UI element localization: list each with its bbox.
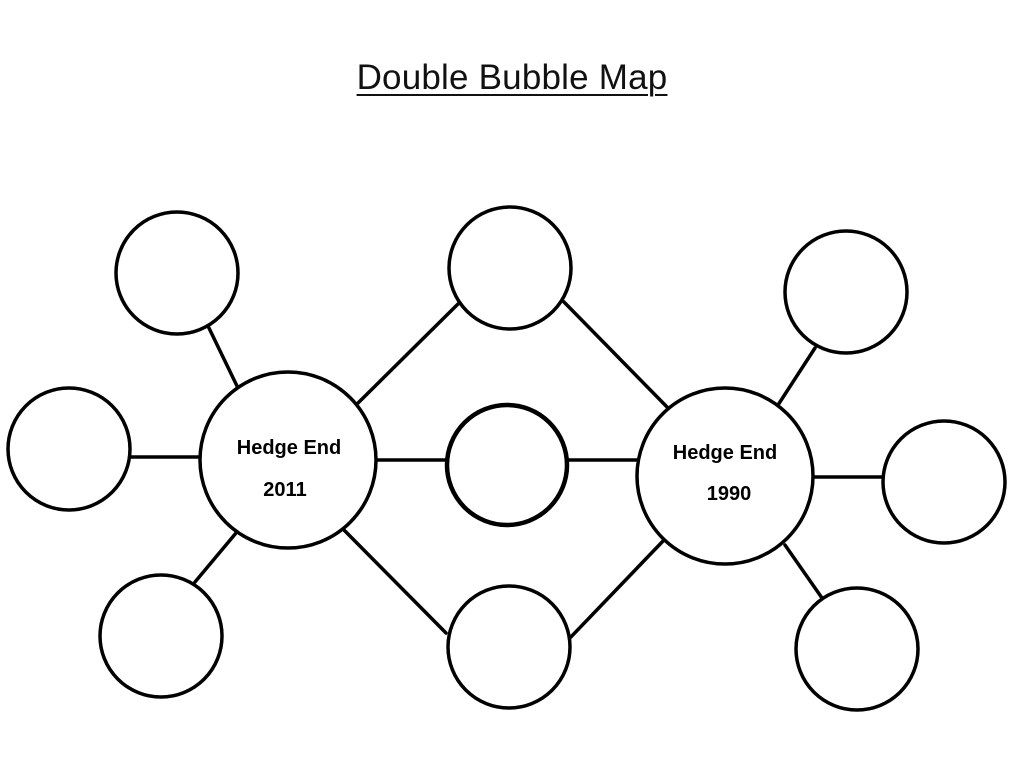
left-unique-bubble-top[interactable] [114, 210, 240, 336]
right-unique-bubble-bottom[interactable] [794, 586, 920, 712]
page-title: Double Bubble Map [0, 58, 1024, 98]
left-unique-bubble-middle[interactable] [6, 386, 132, 512]
right-topic-bubble[interactable]: Hedge End 1990 [635, 386, 815, 566]
shared-bubble-bottom[interactable] [446, 584, 572, 710]
right-topic-line1: Hedge End [673, 442, 777, 464]
right-unique-bubbles [783, 229, 1007, 712]
page-title-text: Double Bubble Map [356, 58, 668, 97]
connector-left-unique-top [206, 324, 239, 388]
connector-left-unique-bottom [193, 531, 238, 584]
left-unique-bubble-bottom[interactable] [98, 573, 224, 699]
connector-right-unique-bottom [783, 543, 824, 600]
connectors [127, 300, 886, 642]
right-topic-circle [635, 386, 815, 566]
right-unique-bubble-middle[interactable] [881, 419, 1007, 545]
connector-left-shared-bottom [342, 528, 448, 635]
left-topic-circle [198, 370, 378, 550]
connector-right-shared-top [562, 300, 670, 410]
left-topic-bubble[interactable]: Hedge End 2011 [198, 370, 378, 550]
connector-right-unique-top [776, 346, 817, 407]
right-topic-line2: 1990 [707, 483, 752, 505]
left-topic-line2: 2011 [263, 479, 306, 501]
shared-attribute-bubbles [444, 205, 573, 710]
right-unique-bubble-top[interactable] [783, 229, 909, 355]
left-unique-bubbles [6, 210, 240, 699]
connector-left-shared-top [355, 302, 460, 406]
left-topic-line1: Hedge End [237, 437, 341, 459]
shared-bubble-middle[interactable] [444, 402, 570, 528]
shared-bubble-top[interactable] [447, 205, 573, 331]
connector-right-shared-bottom [566, 538, 666, 642]
